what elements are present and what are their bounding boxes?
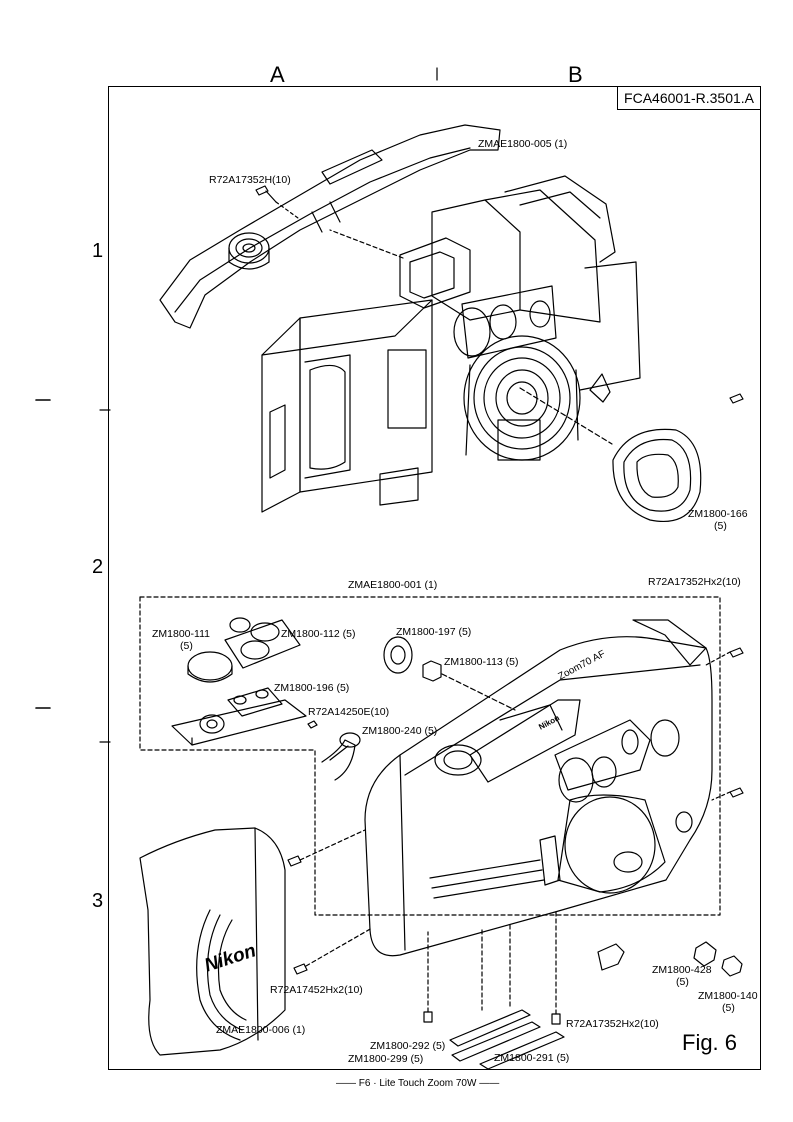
label-zmae1800-005: ZMAE1800-005 (1) <box>478 138 568 150</box>
label-zm1800-111-qty: (5) <box>180 640 193 652</box>
label-zm1800-113: ZM1800-113 (5) <box>444 656 519 668</box>
button-part-113 <box>422 660 516 711</box>
label-zmae1800-001: ZMAE1800-001 (1) <box>348 579 438 591</box>
front-latch-part <box>539 835 561 886</box>
label-r72a14250e: R72A14250E(10) <box>308 706 390 718</box>
label-zmae1800-006: ZMAE1800-006 (1) <box>216 1024 306 1036</box>
label-r72a17352hx2-top: R72A17352Hx2(10) <box>648 576 741 588</box>
label-zm1800-292: ZM1800-292 (5) <box>370 1040 446 1052</box>
camera-body <box>261 175 641 513</box>
label-zm1800-291: ZM1800-291 (5) <box>494 1052 570 1064</box>
label-r72a17352h: R72A17352H(10) <box>209 174 291 186</box>
top-cover-part <box>159 124 501 329</box>
leader-screw <box>275 201 299 219</box>
switch-board-part-196 <box>171 687 307 746</box>
label-zm1800-428-qty: (5) <box>676 976 689 988</box>
screw-right-upper <box>705 647 744 666</box>
grid-column-a: A <box>270 62 285 87</box>
document-id: FCA46001-R.3501.A <box>617 87 760 110</box>
strip-parts <box>449 924 565 1070</box>
screw-bottom-right <box>551 911 561 1025</box>
figure-label: Fig. 6 <box>682 1030 738 1055</box>
grid-column-b: B <box>568 62 583 87</box>
sensor-window-part-428 <box>693 941 717 967</box>
label-zm1800-240: ZM1800-240 (5) <box>362 725 438 737</box>
label-zm1800-166-qty: (5) <box>714 520 727 532</box>
screw-r72a14250e <box>307 720 318 729</box>
label-zm1800-197: ZM1800-197 (5) <box>396 626 472 638</box>
label-zm1800-140: ZM1800-140 <box>698 990 758 1002</box>
label-zm1800-196: ZM1800-196 (5) <box>274 682 350 694</box>
label-zm1800-299: ZM1800-299 (5) <box>348 1053 424 1065</box>
label-zm1800-112: ZM1800-112 (5) <box>281 628 356 640</box>
leader-lens-hood <box>519 387 613 445</box>
screw-left-front <box>287 829 366 867</box>
grid-row-1: 1 <box>92 240 104 262</box>
knob-part-197 <box>383 636 413 674</box>
shutter-button-assembly <box>228 232 270 270</box>
grid-row-3: 3 <box>92 890 104 912</box>
back-cover-part <box>139 827 286 1056</box>
grid-row-2: 2 <box>92 556 104 578</box>
screw-right-lower <box>711 393 744 801</box>
screw-r72a17452hx2 <box>293 927 373 975</box>
screw-top-left <box>255 185 277 203</box>
page-footer: —— F6 · Lite Touch Zoom 70W —— <box>336 1078 500 1089</box>
label-zm1800-166: ZM1800-166 <box>688 508 748 520</box>
front-cover-part <box>364 619 713 957</box>
sensor-cap-part-140 <box>721 955 743 977</box>
buttons-part-111 <box>187 651 233 683</box>
spring-part-240 <box>321 732 361 781</box>
flat-part-bottom <box>597 943 625 971</box>
label-zm1800-140-qty: (5) <box>722 1002 735 1014</box>
label-zm1800-428: ZM1800-428 <box>652 964 712 976</box>
screw-bottom-left <box>423 931 433 1023</box>
kit-boundary-dashed <box>139 596 721 916</box>
label-r72a17352hx2-bottom: R72A17352Hx2(10) <box>566 1018 659 1030</box>
label-zm1800-111: ZM1800-111 <box>152 628 210 640</box>
label-r72a17452hx2: R72A17452Hx2(10) <box>270 984 363 996</box>
buttons-part-112 <box>224 617 301 669</box>
lens-hood-part <box>612 428 702 522</box>
drawing-frame: FCA46001-R.3501.A <box>108 86 761 1070</box>
